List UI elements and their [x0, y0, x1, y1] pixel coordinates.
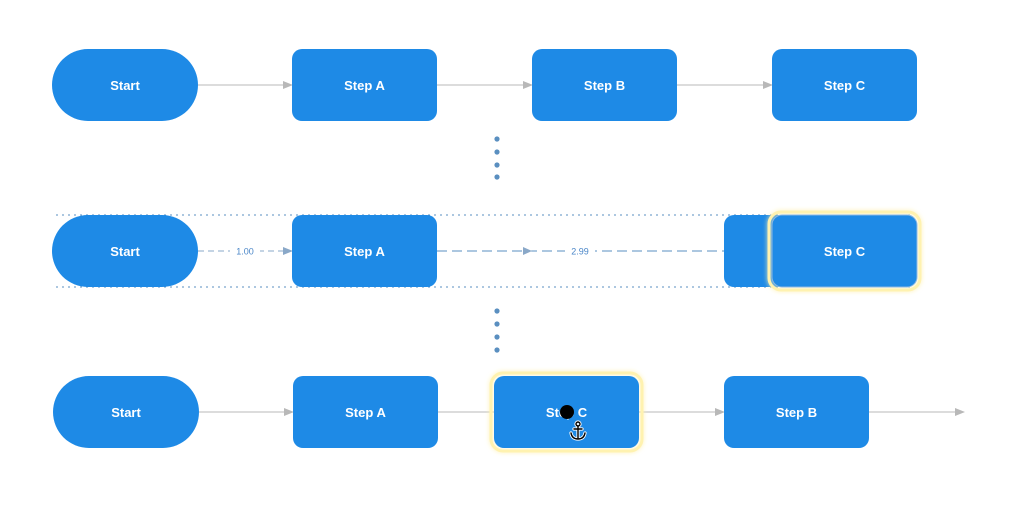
node-label: Start [110, 244, 140, 259]
distance-label-bg [230, 245, 260, 257]
node-label: Step B [584, 78, 625, 93]
pointer-dot [560, 405, 574, 419]
node-label: Step B [776, 405, 817, 420]
node-label: Step C [824, 244, 866, 259]
node-step-a[interactable]: Step A [292, 215, 437, 287]
node-label: Step A [344, 244, 385, 259]
distance-arrow-icon [523, 247, 532, 255]
node-label: Step A [345, 405, 386, 420]
distance-label: 1.00 [236, 247, 254, 257]
node-step-c[interactable]: Step C [772, 49, 917, 121]
node-step-b[interactable]: Step B [724, 376, 869, 448]
node-step-c-dragging[interactable]: Step C [767, 210, 922, 292]
vertical-ellipsis-icon [494, 136, 500, 180]
node-label: Step A [344, 78, 385, 93]
distance-label-bg [565, 245, 595, 257]
distance-label: 2.99 [571, 247, 589, 257]
row-3: Start Step A Step C Step B [53, 371, 965, 453]
node-step-a[interactable]: Step A [292, 49, 437, 121]
row-2: 1.00 2.99 Start Step A Step C [52, 210, 922, 292]
node-label: Start [110, 78, 140, 93]
node-start[interactable]: Start [52, 215, 198, 287]
node-step-b[interactable]: Step B [532, 49, 677, 121]
row-1: Start Step A Step B Step C [52, 49, 917, 121]
node-step-a[interactable]: Step A [293, 376, 438, 448]
vertical-ellipsis-icon [494, 308, 500, 353]
node-start[interactable]: Start [52, 49, 198, 121]
node-start[interactable]: Start [53, 376, 199, 448]
anchor-icon [569, 420, 587, 441]
node-label: Step C [824, 78, 866, 93]
node-label: Start [111, 405, 141, 420]
